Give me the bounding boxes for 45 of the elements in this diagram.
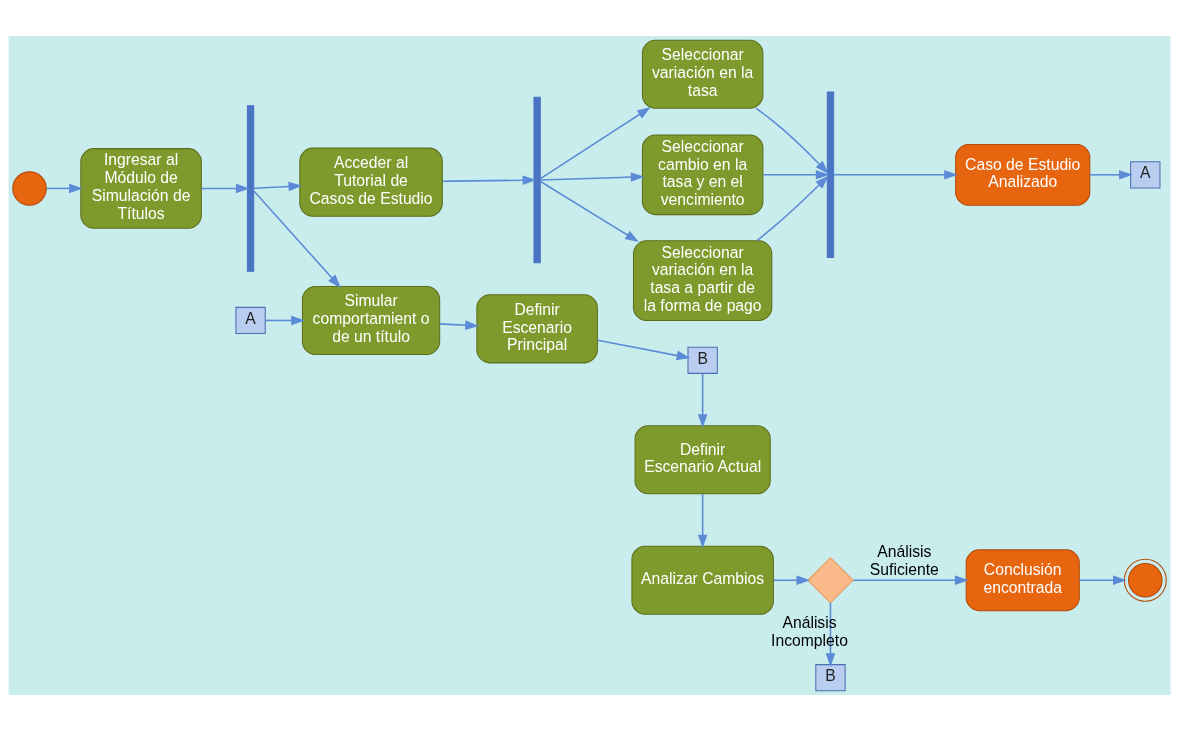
node-box: B	[687, 346, 718, 374]
arrow	[253, 181, 303, 191]
arrow	[762, 169, 830, 180]
arrow	[832, 169, 958, 180]
arrow	[1089, 169, 1133, 180]
arrow	[45, 183, 83, 193]
arrow	[539, 106, 651, 179]
node-box: Definir Escenario Principal	[476, 293, 598, 363]
arrow	[772, 575, 811, 585]
arrow	[253, 189, 341, 288]
node-circle	[12, 170, 47, 206]
node-box: Seleccionar variación en la tasa a partir de la forma de pago	[632, 239, 773, 321]
arrow	[264, 315, 305, 325]
arrow	[697, 372, 708, 428]
arrow	[755, 107, 829, 174]
arrow	[756, 175, 829, 241]
arrow	[200, 183, 250, 193]
arrow	[825, 601, 836, 667]
arrow	[438, 319, 479, 330]
node-circle	[1123, 558, 1167, 602]
arrow	[441, 174, 537, 185]
node-bar	[826, 91, 835, 258]
node-box: A	[235, 306, 266, 334]
arrow	[697, 492, 708, 548]
node-box: Simular comportamient o de un título	[301, 285, 441, 355]
node-box: Seleccionar variación en la tasa	[641, 39, 764, 109]
arrow	[539, 180, 639, 242]
node-box: B	[815, 663, 846, 691]
node-diamond	[807, 556, 854, 604]
node-box: Seleccionar cambio en la tasa y en el vencimiento	[641, 134, 764, 215]
node-box: Conclusión encontrada	[965, 548, 1080, 611]
arrow	[539, 171, 645, 182]
node-box: Definir Escenario Actual	[634, 424, 771, 494]
edge-label: Análisis Incompleto	[771, 613, 848, 649]
node-box: Ingresar al Módulo de Simulación de Títulos	[80, 147, 202, 229]
node-bar	[533, 96, 541, 263]
node-box: Caso de Estudio Analizado	[955, 143, 1091, 206]
node-bar	[246, 104, 255, 272]
arrow	[1078, 575, 1127, 585]
edge-label: Análisis Suficiente	[869, 542, 939, 578]
node-box: Analizar Cambios	[631, 545, 774, 615]
node-box: A	[1130, 160, 1161, 188]
node-box: Acceder al Tutorial de Casos de Estudio	[299, 147, 443, 217]
arrow	[596, 339, 691, 360]
arrow	[852, 575, 969, 585]
